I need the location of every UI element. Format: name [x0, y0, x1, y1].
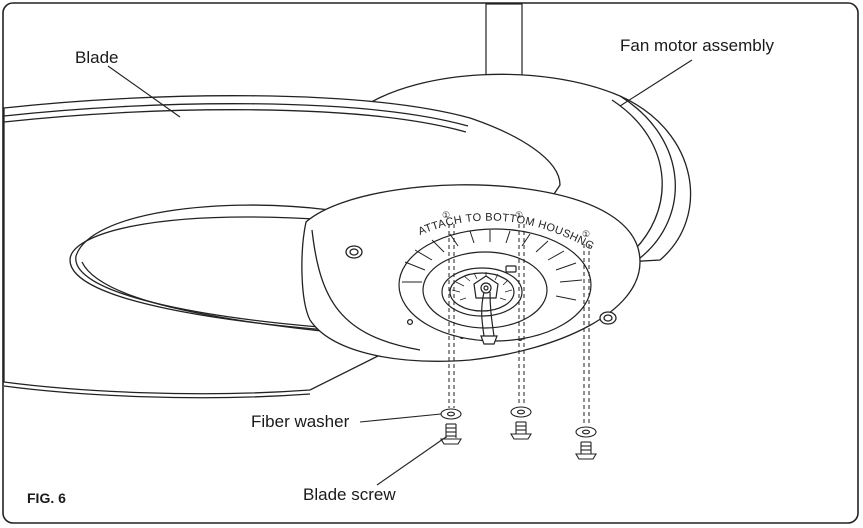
fiber-washer-left — [440, 408, 462, 420]
center-hub — [398, 228, 592, 342]
label-blade: Blade — [75, 48, 119, 67]
hole-mark-center: ① — [515, 210, 523, 220]
label-blade-screw: Blade screw — [303, 485, 396, 504]
hub-radial-slots — [402, 230, 583, 301]
leader-lines — [107, 59, 693, 486]
fiber-washer-leader — [359, 413, 442, 423]
figure-number: FIG. 6 — [27, 490, 66, 506]
fiber-washer-center — [510, 406, 532, 418]
blade-leader — [107, 65, 181, 118]
hole-mark-left: ① — [442, 210, 450, 220]
blade-screw-left — [440, 423, 462, 445]
fiber-washers — [440, 406, 597, 438]
blade-screw-center — [510, 421, 532, 440]
alignment-lines — [448, 224, 590, 424]
wire-bundle — [480, 291, 498, 345]
label-fan-motor-assembly: Fan motor assembly — [620, 36, 774, 55]
blade-ring — [3, 95, 561, 399]
blade-screw-leader — [376, 436, 447, 486]
blade-screws — [440, 421, 597, 460]
fan-motor-leader — [619, 59, 693, 107]
blade-screw-right — [575, 441, 597, 460]
label-fiber-washer: Fiber washer — [251, 412, 350, 431]
fiber-washer-right — [575, 426, 597, 438]
hole-mark-right: ① — [582, 229, 590, 239]
